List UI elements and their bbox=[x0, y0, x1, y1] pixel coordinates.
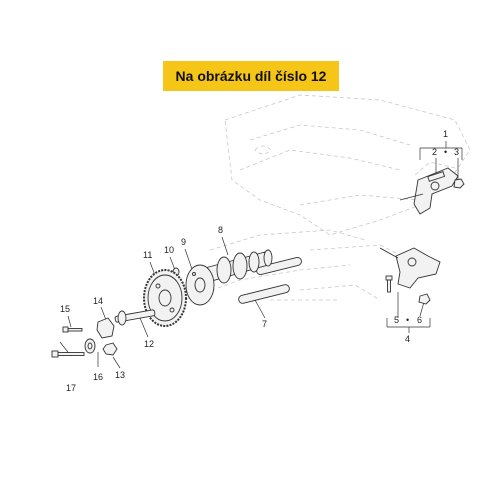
push-rods bbox=[238, 256, 302, 304]
callout-16: 16 bbox=[93, 372, 103, 382]
callout-10: 10 bbox=[164, 245, 174, 255]
bolt-17 bbox=[51, 350, 85, 358]
callout-7: 7 bbox=[262, 319, 267, 329]
callout-11: 11 bbox=[143, 250, 152, 260]
callout-14: 14 bbox=[93, 296, 103, 306]
callout-labels: 1 2 • 3 8 9 10 11 15 14 7 5 • 6 4 12 13 … bbox=[60, 129, 459, 393]
timing-gear bbox=[143, 269, 187, 327]
rocker-shaft-upper bbox=[427, 171, 446, 182]
callout-1: 1 bbox=[443, 129, 448, 139]
callout-15: 15 bbox=[60, 304, 70, 314]
callout-8: 8 bbox=[218, 225, 223, 235]
bolt-lower bbox=[385, 275, 393, 293]
part-number-banner: Na obrázku díl číslo 12 bbox=[163, 61, 339, 91]
drive-flange bbox=[185, 264, 215, 306]
nut-13 bbox=[102, 342, 118, 356]
callout-dot-lower: • bbox=[406, 315, 409, 325]
callout-9: 9 bbox=[181, 237, 186, 247]
camshaft bbox=[204, 249, 273, 284]
leader-lines bbox=[59, 141, 463, 369]
callout-4: 4 bbox=[405, 334, 410, 344]
callout-2: 2 bbox=[432, 147, 437, 157]
callout-12: 12 bbox=[144, 339, 154, 349]
washer-16 bbox=[84, 338, 96, 354]
callout-6: 6 bbox=[417, 315, 422, 325]
rocker-arm-lower bbox=[379, 247, 441, 289]
nut-lower bbox=[418, 293, 431, 305]
banner-text: Na obrázku díl číslo 12 bbox=[175, 68, 327, 84]
callout-3: 3 bbox=[454, 147, 459, 157]
tensioner-block bbox=[96, 317, 115, 339]
nut-upper bbox=[453, 178, 465, 189]
callout-5: 5 bbox=[394, 315, 399, 325]
callout-17: 17 bbox=[66, 383, 76, 393]
rocker-arm-upper bbox=[399, 167, 459, 215]
callout-dot-upper: • bbox=[444, 147, 447, 157]
bolt-15 bbox=[62, 326, 83, 333]
gear-shaft bbox=[114, 309, 156, 326]
callout-13: 13 bbox=[115, 370, 125, 380]
